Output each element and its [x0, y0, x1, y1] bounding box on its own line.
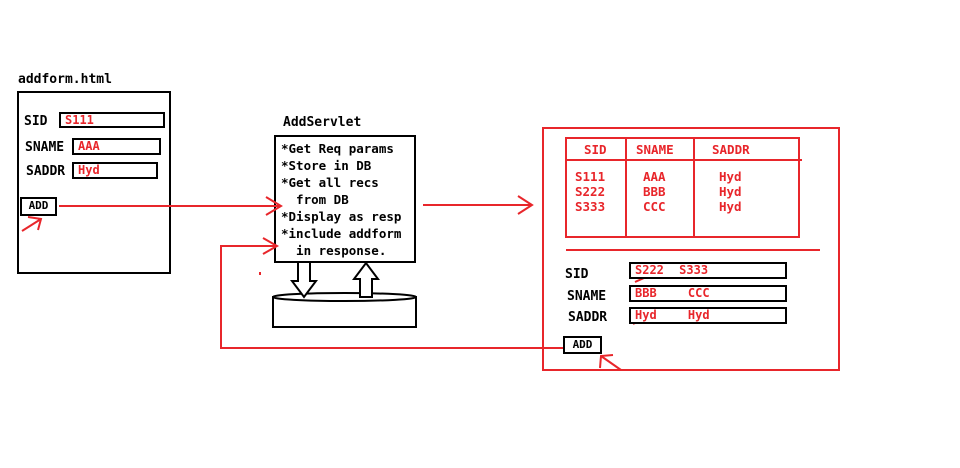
resubmit-loop-arrow — [220, 237, 564, 349]
resp-saddr-input[interactable]: Hyd Hyd — [629, 307, 787, 324]
servlet-box — [274, 135, 416, 263]
servlet-step: from DB — [281, 192, 349, 207]
click-cursor-icon — [21, 216, 43, 232]
table-cell: Hyd — [719, 199, 742, 214]
new-value: Hyd — [687, 308, 710, 322]
addform-sid-label: SID — [24, 114, 48, 129]
table-cell: CCC — [643, 199, 666, 214]
table-header-sid: SID — [584, 142, 607, 157]
resp-saddr-label: SADDR — [568, 310, 608, 325]
new-value: S333 — [679, 263, 709, 277]
old-value: BBB — [635, 286, 657, 300]
resp-sname-label: SNAME — [567, 289, 607, 304]
servlet-step: *Get Req params — [281, 141, 394, 156]
addform-sname-input[interactable]: AAA — [72, 138, 161, 155]
response-box — [542, 127, 840, 371]
servlet-steps: *Get Req params *Store in DB *Get all re… — [281, 140, 401, 259]
addform-saddr-input[interactable]: Hyd — [72, 162, 158, 179]
addform-title: addform.html — [18, 72, 112, 87]
resp-add-button[interactable]: ADD — [563, 336, 602, 354]
old-value: S222 — [635, 263, 664, 277]
addform-sid-input[interactable]: S111 — [59, 112, 165, 128]
servlet-step: *Display as resp — [281, 209, 402, 224]
table-cell: S222 — [575, 184, 606, 199]
table-cell: Hyd — [719, 169, 742, 184]
stray-dot — [259, 272, 261, 275]
response-arrow — [423, 195, 534, 215]
table-header-saddr: SADDR — [712, 142, 750, 157]
store-down-arrow — [290, 261, 318, 299]
fetch-up-arrow — [352, 261, 380, 298]
response-table-frame — [565, 137, 802, 238]
click-cursor-icon-2 — [599, 354, 622, 371]
addform-box — [17, 91, 171, 274]
old-value: Hyd — [635, 308, 657, 322]
table-cell: AAA — [643, 169, 666, 184]
table-cell: BBB — [643, 184, 666, 199]
table-cell: S111 — [575, 169, 606, 184]
servlet-step: in response. — [281, 243, 387, 258]
database-cylinder — [272, 292, 417, 328]
new-value: CCC — [687, 286, 710, 300]
servlet-step: *Get all recs — [281, 175, 379, 190]
addform-sname-label: SNAME — [25, 140, 65, 155]
resp-sid-label: SID — [565, 267, 589, 282]
servlet-step: *Store in DB — [281, 158, 372, 173]
table-cell: Hyd — [719, 184, 742, 199]
submit-arrow — [59, 196, 283, 216]
addform-saddr-label: SADDR — [26, 164, 66, 179]
servlet-step: *include addform — [281, 226, 402, 241]
resp-sid-input[interactable]: S222 S333 — [629, 262, 787, 279]
table-header-sname: SNAME — [636, 142, 674, 157]
servlet-title: AddServlet — [283, 115, 362, 130]
resp-sname-input[interactable]: BBB CCC — [629, 285, 787, 302]
addform-add-button[interactable]: ADD — [20, 197, 57, 216]
table-cell: S333 — [575, 199, 606, 214]
